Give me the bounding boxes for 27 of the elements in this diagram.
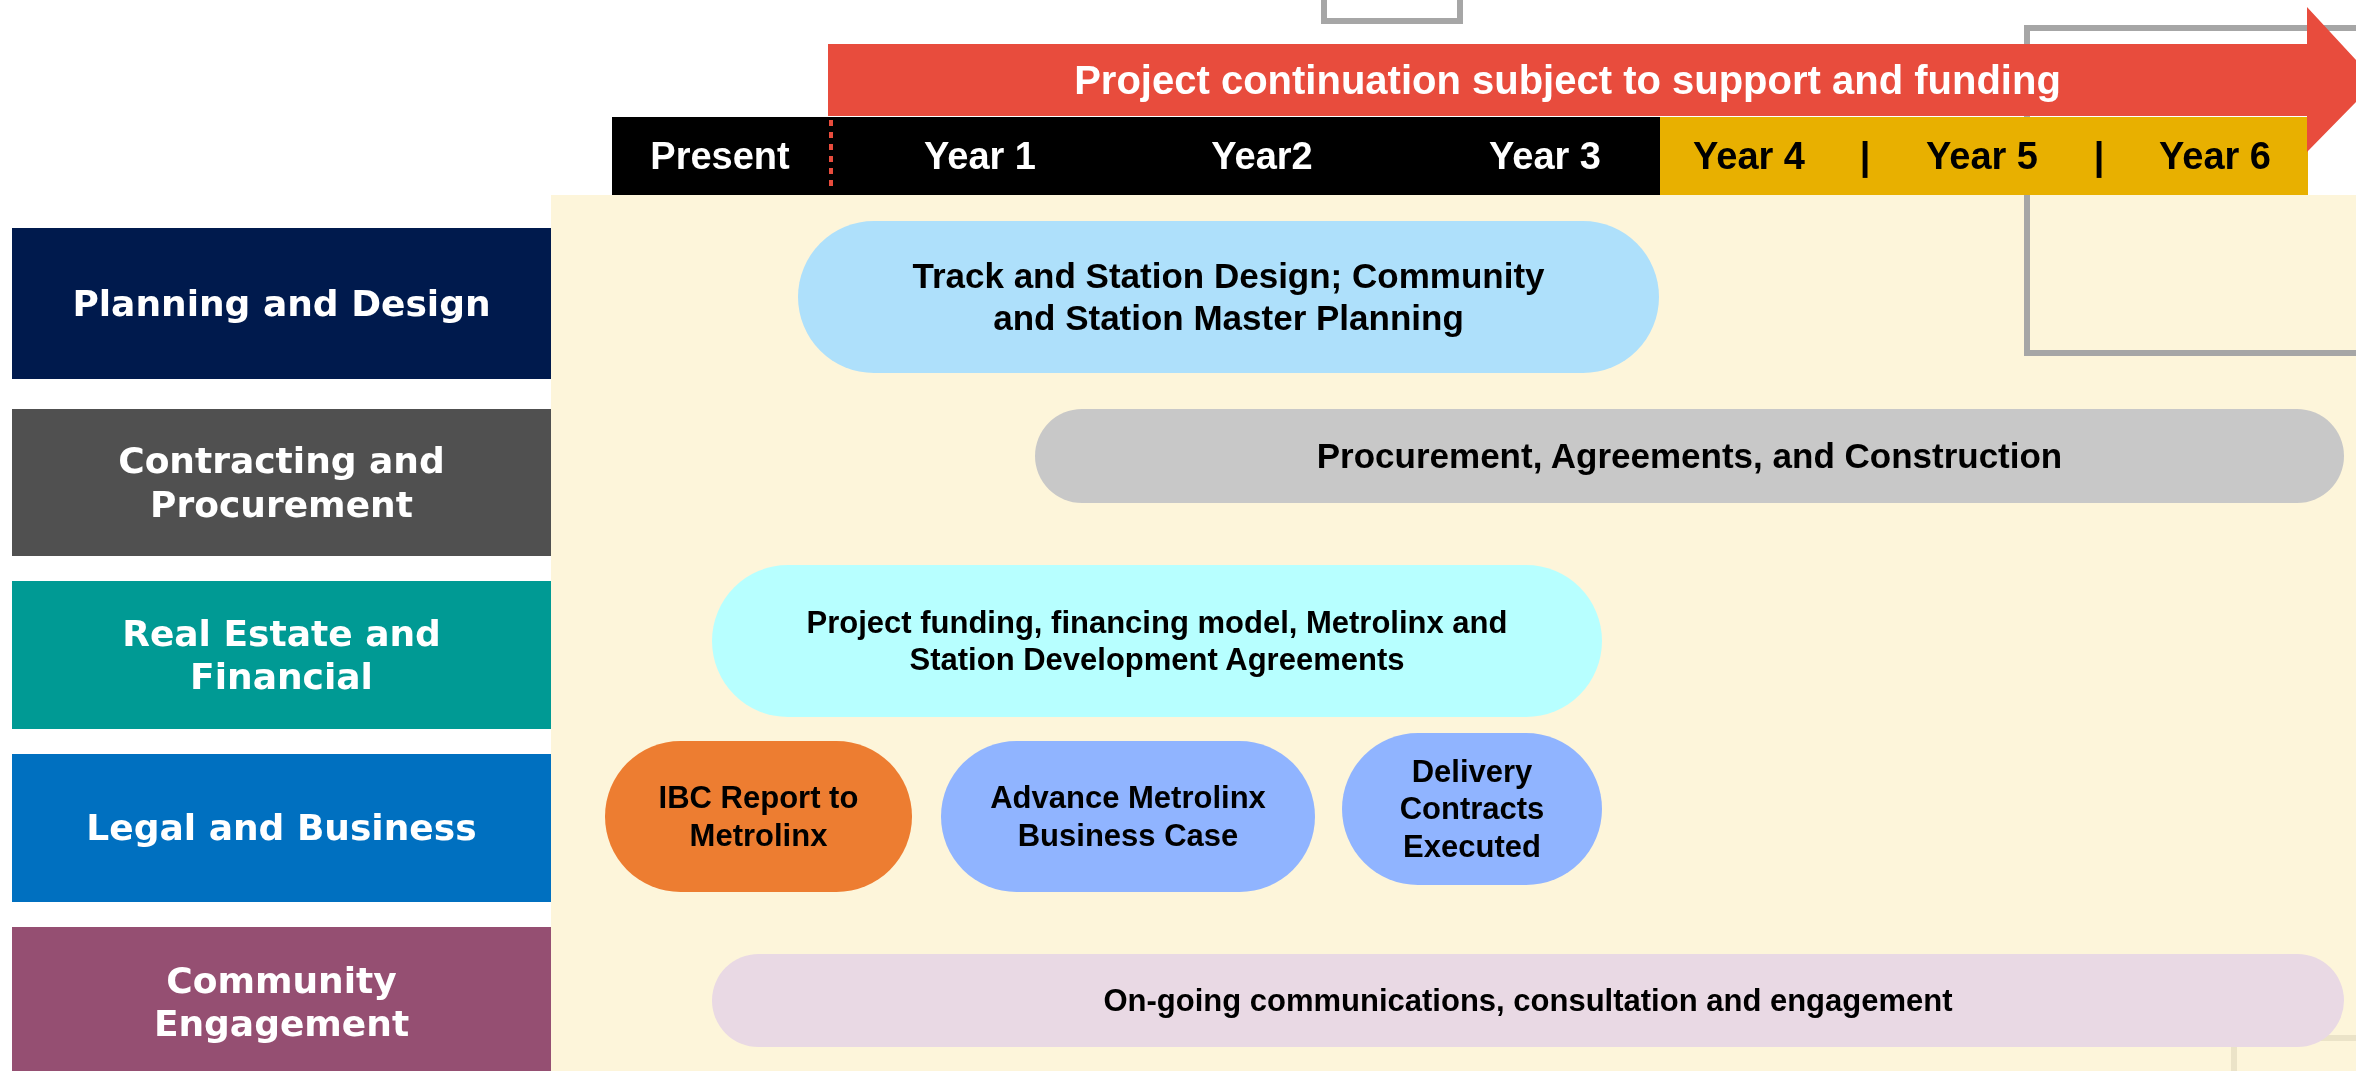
activity-text: Delivery Contracts Executed [1398, 753, 1546, 865]
row-title: Contracting and Procurement [117, 439, 446, 526]
row-header [12, 409, 551, 556]
timeline-label: Year 1 [924, 134, 1036, 179]
row-header [12, 927, 551, 1071]
activity-text: Track and Station Design; Community and Station Master Planning [911, 255, 1546, 339]
row-title: Community Engagement [152, 958, 411, 1046]
timeline-label: Year 4 [1693, 134, 1805, 179]
timeline-label: Year2 [1211, 134, 1313, 179]
timeline-label: Year 6 [2159, 134, 2271, 179]
timeline-label: Year 3 [1489, 134, 1601, 179]
row-title: Real Estate and Financial [121, 611, 442, 699]
row-title: Planning and Design [72, 281, 491, 326]
timeline-label: Year 5 [1926, 134, 2038, 179]
banner-text: Project continuation subject to support and funding [1074, 57, 2061, 104]
timeline-label: | [1859, 134, 1871, 180]
row-header [12, 754, 551, 902]
activity-text: Procurement, Agreements, and Construction [1316, 435, 2063, 477]
activity-text: On-going communications, consultation and engagement [1103, 981, 1953, 1020]
activity-text: IBC Report to Metrolinx [657, 779, 860, 854]
activity-text: Advance Metrolinx Business Case [989, 779, 1267, 854]
activity-text: Project funding, financing model, Metrolinx and Station Development Agreements [805, 603, 1509, 679]
timeline-label: | [2093, 134, 2105, 180]
row-header [12, 228, 551, 379]
row-header [12, 581, 551, 729]
row-title: Legal and Business [86, 806, 477, 850]
timeline-label: Present [650, 134, 790, 179]
